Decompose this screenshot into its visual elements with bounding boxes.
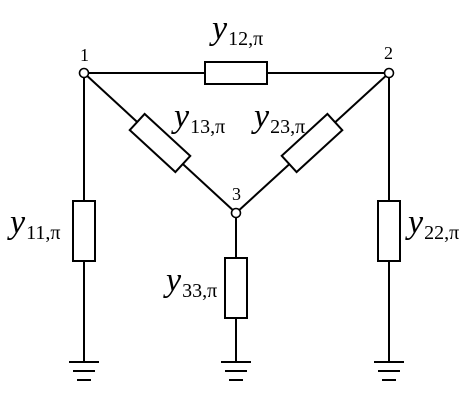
- node-2-dot: [383, 67, 395, 79]
- node-2-label: 2: [384, 43, 393, 63]
- node-1-label: 1: [80, 45, 89, 65]
- resistor-y13: [128, 112, 192, 174]
- node-3-dot: [230, 207, 242, 219]
- node-1-dot: [78, 67, 90, 79]
- label-y33: y33,π: [166, 262, 218, 302]
- ground-icon-middle: [221, 361, 251, 381]
- label-y23: y23,π: [254, 98, 306, 138]
- ground-icon-right: [374, 361, 404, 381]
- resistor-y11: [72, 200, 96, 262]
- label-y11: y11,π: [10, 204, 61, 244]
- node-3-label: 3: [232, 184, 241, 204]
- label-y12: y12,π: [212, 10, 264, 50]
- label-y13: y13,π: [174, 98, 226, 138]
- resistor-y22: [377, 200, 401, 262]
- label-y22: y22,π: [408, 204, 460, 244]
- resistor-y33: [224, 257, 248, 319]
- resistor-y23: [280, 112, 344, 174]
- ground-icon-left: [69, 361, 99, 381]
- resistor-y12: [204, 61, 268, 85]
